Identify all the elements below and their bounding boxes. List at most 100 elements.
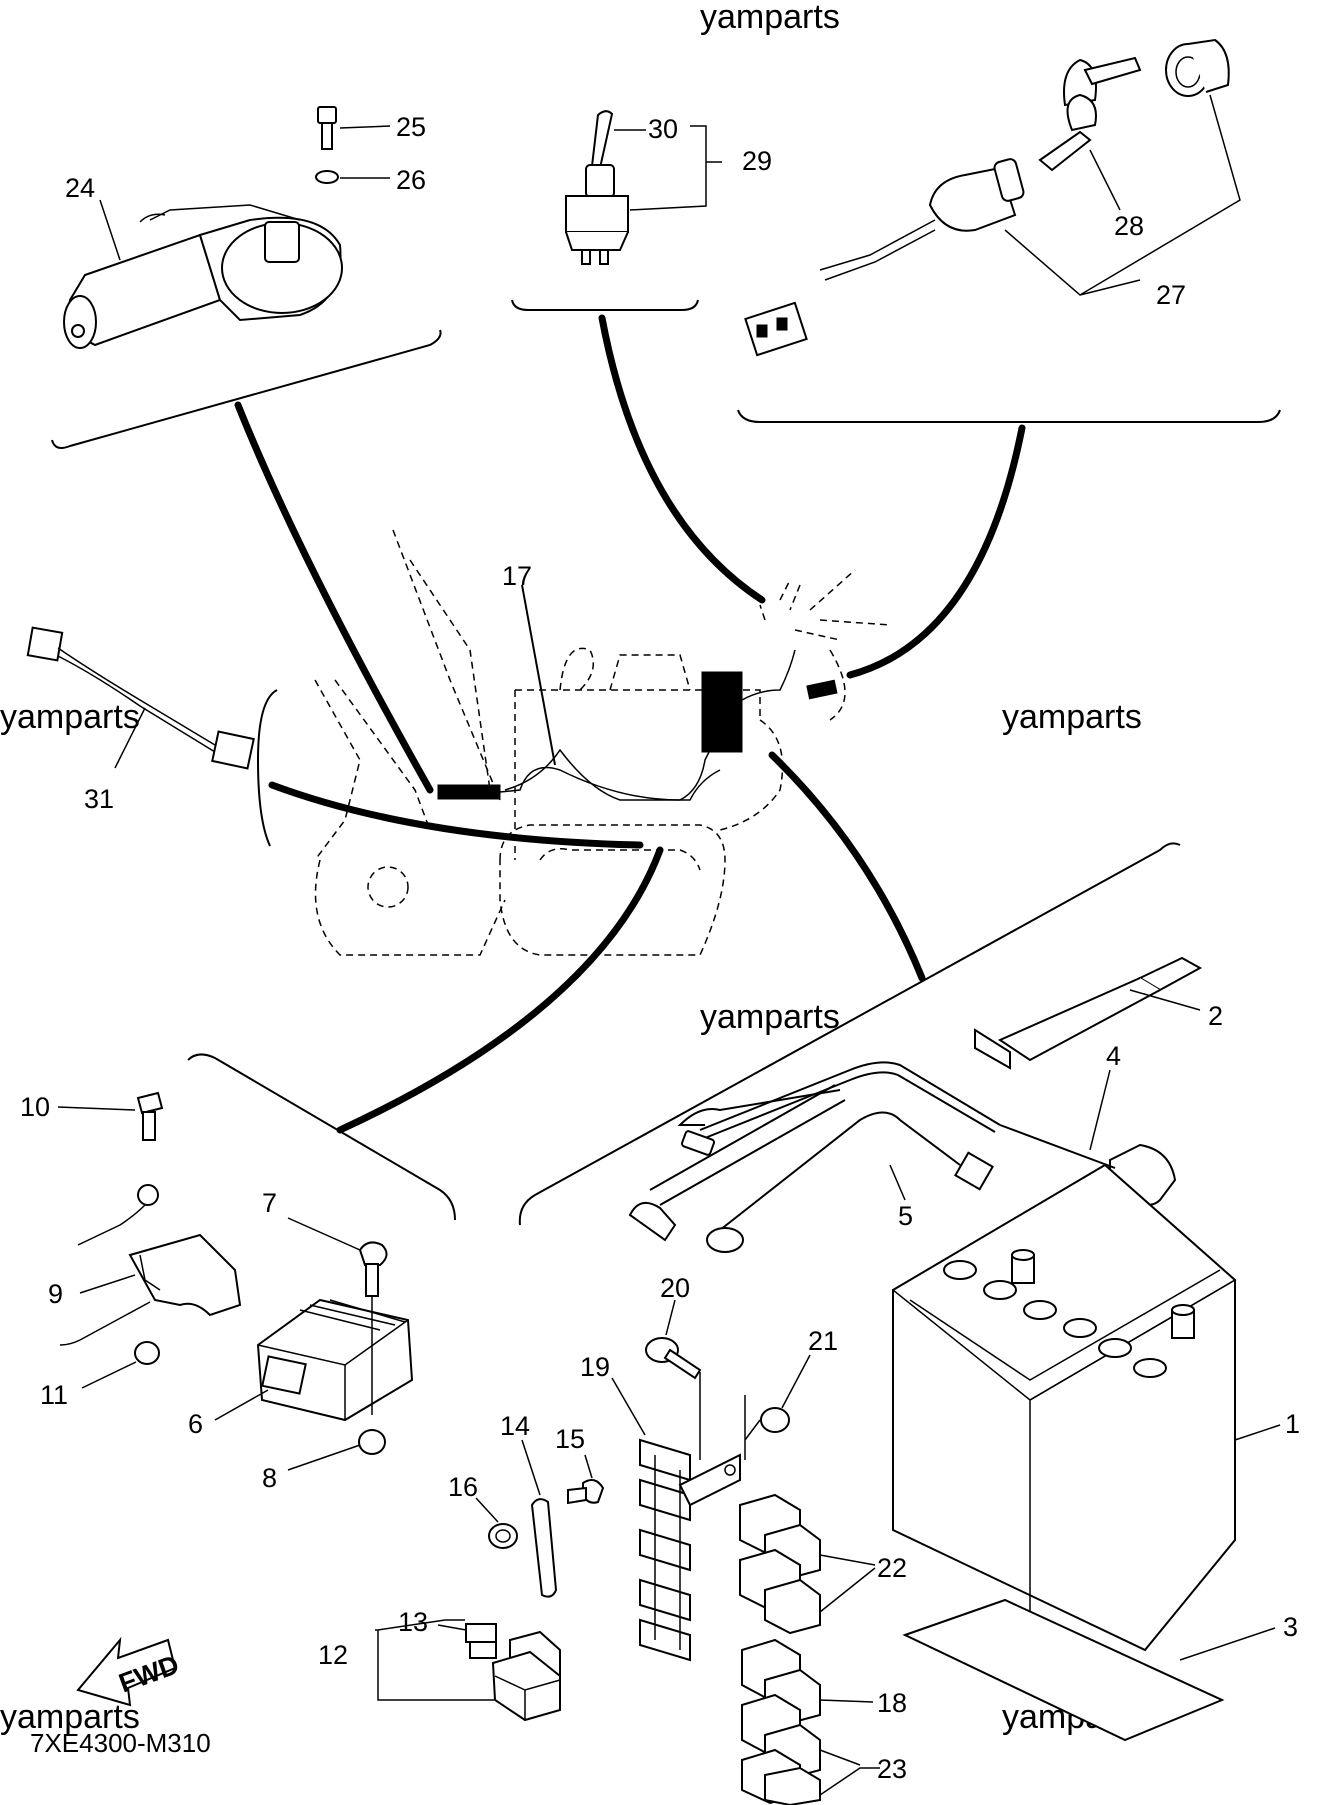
part-23-relays: [741, 1693, 821, 1805]
frame-top-left: [51, 329, 442, 449]
leader-18: [819, 1699, 874, 1703]
callout-24: 24: [65, 173, 95, 203]
callout-21: 21: [808, 1326, 838, 1356]
callout-8: 8: [262, 1463, 277, 1493]
frame-left-bracket: [256, 689, 278, 847]
part-27-key-cap: [1165, 38, 1230, 97]
connector-31-to-machine: [268, 781, 644, 849]
leader-22: [819, 1554, 876, 1613]
callout-27: 27: [1156, 280, 1186, 310]
diagram-code: 7XE4300-M310: [30, 1728, 211, 1758]
part-24-motor: [63, 204, 343, 349]
part-29-toggle-switch: [565, 110, 629, 265]
part-15-screw: [567, 1478, 605, 1505]
part-5-negative-cable: [677, 1089, 994, 1253]
callout-31: 31: [84, 784, 114, 814]
callout-15: 15: [555, 1424, 585, 1454]
part-22-relays: [739, 1493, 821, 1635]
callout-6: 6: [188, 1409, 203, 1439]
callout-1: 1: [1285, 1409, 1300, 1439]
connector-24-to-machine: [234, 401, 434, 794]
callout-22: 22: [877, 1553, 907, 1583]
part-11-nut: [134, 1341, 160, 1365]
part-1-battery: [891, 1163, 1237, 1660]
leader-16: [475, 1497, 499, 1523]
harness-connector-right: [806, 679, 838, 700]
part-6-regulator: [256, 1298, 414, 1422]
callout-26: 26: [396, 165, 426, 195]
callout-12: 12: [318, 1640, 348, 1670]
part-12-relay: [491, 1630, 561, 1722]
part-28-keys: [1038, 56, 1142, 172]
callout-23: 23: [877, 1754, 907, 1784]
lead-9-bottom: [59, 1301, 151, 1346]
leader-5: [889, 1164, 906, 1201]
part-9-washer: [137, 1184, 159, 1206]
leader-2: [1129, 989, 1201, 1011]
callout-28: 28: [1114, 211, 1144, 241]
callout-16: 16: [448, 1472, 478, 1502]
callout-11: 11: [40, 1380, 68, 1410]
leader-1: [1234, 1424, 1281, 1441]
harness-lead-17: [521, 584, 556, 766]
callout-25: 25: [396, 112, 426, 142]
callout-30: 30: [648, 114, 678, 144]
wiring-harness-17: [499, 649, 796, 801]
leader-27: [1004, 94, 1241, 296]
leader-4: [1089, 1069, 1111, 1151]
part-26-washer: [315, 170, 339, 184]
part-10-bolt: [136, 1091, 164, 1141]
callout-2: 2: [1208, 1001, 1223, 1031]
frame-top-middle: [511, 299, 699, 311]
connector-27-to-machine: [846, 424, 1026, 679]
leader-31: [114, 707, 146, 769]
watermark-bottom-left: yamparts: [0, 1698, 140, 1736]
leader-20: [665, 1299, 676, 1336]
leader-19: [611, 1377, 646, 1436]
part-14-bracket: [530, 1498, 558, 1598]
part-8-nut: [358, 1429, 386, 1455]
watermark-middle: yamparts: [700, 998, 840, 1036]
leader-21: [781, 1354, 811, 1409]
leader-9: [79, 1274, 136, 1294]
leader-3: [1179, 1627, 1276, 1661]
frame-lower-right: [518, 842, 1181, 1226]
callout-14: 14: [500, 1411, 530, 1441]
callout-9: 9: [48, 1279, 63, 1309]
callout-10: 10: [20, 1092, 50, 1122]
callout-13: 13: [398, 1607, 428, 1637]
connector-machine-to-battery: [768, 751, 926, 982]
part-21-nut: [760, 1407, 790, 1433]
harness-connector-left: [437, 784, 501, 800]
leader-6: [214, 1389, 269, 1421]
part-7-bolt: [358, 1241, 388, 1297]
leader-23: [819, 1749, 880, 1796]
callout-3: 3: [1283, 1612, 1298, 1642]
fwd-arrow-icon: FWD: [76, 1636, 183, 1707]
callout-7: 7: [262, 1188, 277, 1218]
leader-25: [339, 125, 391, 129]
callout-20: 20: [660, 1273, 690, 1303]
leader-12: [375, 1619, 495, 1701]
part-27-main-switch: [744, 158, 1025, 357]
callout-4: 4: [1106, 1041, 1121, 1071]
part-25-bolt: [317, 106, 337, 150]
part-31-lead-wire: [26, 626, 255, 770]
leader-7: [287, 1217, 361, 1251]
part-13-fuse: [465, 1623, 497, 1659]
part-9-rectifier: [128, 1233, 242, 1317]
watermark-right: yamparts: [1002, 698, 1142, 736]
leader-8: [287, 1444, 361, 1471]
frame-lower-left: [187, 1053, 456, 1221]
leader-11: [81, 1361, 137, 1389]
connector-29-to-machine: [598, 314, 766, 604]
leader-10: [57, 1106, 136, 1111]
callout-18: 18: [877, 1688, 907, 1718]
lead-9-top: [77, 1204, 146, 1246]
callout-5: 5: [898, 1201, 913, 1231]
part-19-relay-bracket: [639, 1438, 741, 1662]
part-3-battery-mat: [902, 1598, 1225, 1742]
leader-29: [629, 125, 722, 211]
part-2-battery-band: [974, 956, 1203, 1070]
